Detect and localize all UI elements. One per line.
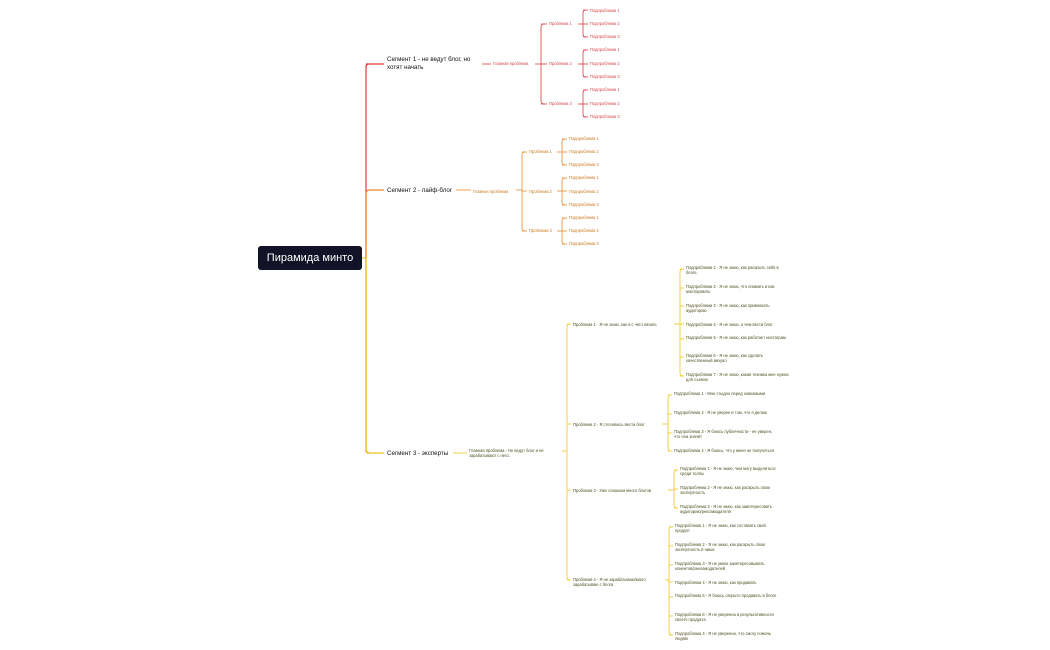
seg1-p2-sub-1[interactable]: Подпроблема 1 <box>590 47 620 52</box>
seg3-problem-3[interactable]: Проблема 3 - Уже слишком много блогов <box>573 488 652 493</box>
seg3-p2-sub-1[interactable]: Подпроблема 1 - Мне стыдно перед знакомы… <box>674 391 766 396</box>
seg2-p1-sub-2[interactable]: Подпроблема 2 <box>569 149 599 154</box>
seg3-p3-sub-3[interactable]: Подпроблема 3 - Я не знаю, как заинтерес… <box>680 504 772 515</box>
seg3-p4-sub-7[interactable]: Подпроблема 4 - Я не уверенна, что смогу… <box>675 631 772 642</box>
seg3-p1-sub-4[interactable]: Подпроблема 4 - Я не знаю, о чем вести б… <box>686 322 773 327</box>
root-to-seg2-line <box>365 189 384 258</box>
seg3-p1-sub-1[interactable]: Подпроблема 1 - Я не знаю, как раскрыть … <box>686 265 779 276</box>
seg2-p1-sub-3[interactable]: Подпроблема 3 <box>569 162 599 167</box>
seg3-p2-sub-2[interactable]: Подпроблема 2 - Я не уверен в том, что я… <box>674 410 767 415</box>
seg1-p2-sub-2[interactable]: Подпроблема 2 <box>590 61 620 66</box>
seg1-main-problem[interactable]: Главная проблема <box>493 61 529 66</box>
seg2-p3-sub-3[interactable]: Подпроблема 3 <box>569 241 599 246</box>
seg3-p1-sub-5[interactable]: Подпроблема 5 - Я не знаю, как работает … <box>686 335 786 340</box>
seg3-p1-sub-2[interactable]: Подпроблема 2 - Я не знаю, что снимать и… <box>686 284 775 295</box>
seg2-p2-sub-2[interactable]: Подпроблема 2 <box>569 189 599 194</box>
seg3-p4-sub-3[interactable]: Подпроблема 3 - Я не умею заинтересовыва… <box>675 561 765 572</box>
seg2-p2-subs-bracket <box>561 177 566 206</box>
seg1-p2-subs-bracket <box>582 49 587 78</box>
seg3-p4-sub-6[interactable]: Подпроблема 6 - Я не уверенна в результа… <box>675 612 774 623</box>
seg3-p1-sub-6[interactable]: Подпроблема 6 - Я не знаю, как сделать к… <box>686 353 764 364</box>
seg3-p1-sub-3[interactable]: Подпроблема 3 - Я не знаю, как привлекат… <box>686 303 770 314</box>
seg1-p3-sub-2[interactable]: Подпроблема 2 <box>590 101 620 106</box>
seg1-p1-sub-2[interactable]: Подпроблема 2 <box>590 21 620 26</box>
seg2-p2-sub-1[interactable]: Подпроблема 1 <box>569 175 599 180</box>
seg1-problem-2[interactable]: Проблема 2 <box>549 61 572 66</box>
seg1-problem-3[interactable]: Проблема 3 <box>549 101 572 106</box>
seg3-p4-subs-bracket <box>668 526 673 636</box>
seg3-p2-sub-4[interactable]: Подпроблема 4 - Я боюсь, что у меня не п… <box>674 448 774 453</box>
seg3-p4-sub-5[interactable]: Подпроблема 5 - Я боюсь открыто продават… <box>675 593 777 598</box>
seg2-p1-sub-1[interactable]: Подпроблема 1 <box>569 136 599 141</box>
seg3-p1-sub-7[interactable]: Подпроблема 7 - Я не знаю, какая техника… <box>686 372 789 383</box>
seg3-p3-sub-1[interactable]: Подпроблема 1 - Я не знаю, чем могу выде… <box>680 466 776 477</box>
seg3-problem-1[interactable]: Проблема 1 - Я не знаю, как и с чего нач… <box>573 322 657 327</box>
seg3-p2-subs-bracket <box>667 394 672 452</box>
seg3-p2-sub-3[interactable]: Подпроблема 3 - Я боюсь публичности - не… <box>674 429 773 440</box>
seg3-p1-subs-bracket <box>679 268 684 377</box>
seg3-problem-2[interactable]: Проблема 2 - Я стесняюсь вести блог <box>573 422 645 427</box>
segment-3-node[interactable]: Сегмент 3 - эксперты <box>387 450 449 457</box>
seg2-p3-sub-2[interactable]: Подпроблема 2 <box>569 228 599 233</box>
seg1-problem-1[interactable]: Проблема 1 <box>549 21 572 26</box>
root-node[interactable]: Пирамида минто <box>258 246 362 270</box>
seg3-p3-sub-2[interactable]: Подпроблема 2 - Я не знаю, как раскрыть … <box>680 485 771 496</box>
seg1-p2-sub-3[interactable]: Подпроблема 3 <box>590 74 620 79</box>
seg1-p3-sub-3[interactable]: Подпроблема 3 <box>590 114 620 119</box>
segment-2-node[interactable]: Сегмент 2 - лайф-блог <box>387 187 453 194</box>
seg2-problem-3[interactable]: Проблема 3 <box>529 228 552 233</box>
seg2-problem-2[interactable]: Проблема 2 <box>529 189 552 194</box>
segment-1-node[interactable]: Сегмент 1 - не ведут блог, но хотят нача… <box>387 56 471 71</box>
seg3-p4-sub-1[interactable]: Подпроблема 1 - Я не знаю, как составить… <box>675 523 766 534</box>
seg1-p1-sub-3[interactable]: Подпроблема 3 <box>590 34 620 39</box>
seg2-problems-bracket <box>521 151 526 232</box>
seg2-p3-sub-1[interactable]: Подпроблема 1 <box>569 215 599 220</box>
seg3-main-problem[interactable]: Главная проблема - Не ведут блог и не за… <box>469 448 544 459</box>
seg3-problem-4[interactable]: Проблема 4 - Я не зарабатываю/мало зараб… <box>573 577 646 588</box>
seg3-p4-sub-4[interactable]: Подпроблема 4 - Я не знаю, как продавать <box>675 580 757 585</box>
seg1-p3-subs-bracket <box>582 89 587 118</box>
seg1-p1-subs-bracket <box>582 9 587 38</box>
seg3-problems-bracket <box>566 323 571 581</box>
seg2-problem-1[interactable]: Проблема 1 <box>529 149 552 154</box>
root-to-seg3-line <box>365 258 384 454</box>
seg3-p4-sub-2[interactable]: Подпроблема 2 - Я не знаю, как раскрыть … <box>675 542 766 553</box>
seg2-p2-sub-3[interactable]: Подпроблема 3 <box>569 202 599 207</box>
seg1-p3-sub-1[interactable]: Подпроблема 1 <box>590 87 620 92</box>
seg1-p1-sub-1[interactable]: Подпроблема 1 <box>590 8 620 13</box>
seg2-main-problem[interactable]: Главная проблема <box>473 189 509 194</box>
